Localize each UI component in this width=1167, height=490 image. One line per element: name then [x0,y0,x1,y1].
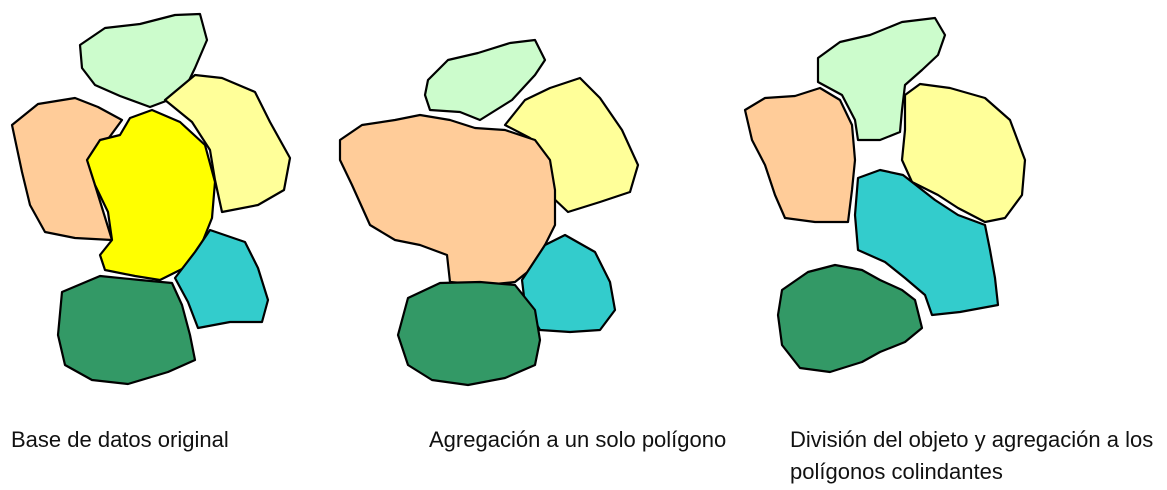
polygon-teal-aggregated [853,168,1000,317]
caption-division: División del objeto y agregación a los p… [790,427,1154,484]
polygon-yellow [85,108,217,282]
polygon-light-green [816,16,947,142]
polygon-dark-green [776,263,924,374]
polygon-peach [743,86,857,224]
polygon-pale-yellow [900,82,1027,224]
polygon-pale-yellow [163,73,292,214]
polygon-dark-green [396,280,542,387]
caption-aggregation: Agregación a un solo polígono [429,427,727,452]
diagram-canvas [10,12,1027,387]
polygon-dark-green [56,274,197,386]
polygon-light-green [423,38,547,122]
caption-original: Base de datos original [11,427,229,452]
polygon-peach-aggregated [338,113,557,287]
polygon-teal [173,228,270,330]
panel-original [10,12,292,386]
panel-aggregation [338,38,640,387]
polygon-light-green [78,12,209,109]
panel-division [743,16,1027,374]
